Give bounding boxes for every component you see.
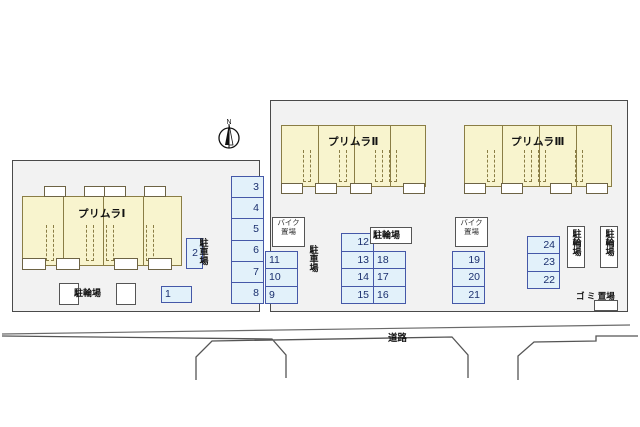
stall-group-center-main[interactable]: 3 4 5 6 7 8 [231, 176, 264, 304]
road-label: 道路 [388, 333, 408, 344]
bicycle-parking-label-west: 駐輪場 [74, 288, 102, 298]
stair-icon [106, 225, 114, 261]
parking-stall[interactable]: 3 [232, 177, 263, 199]
parking-stall[interactable]: 4 [232, 198, 263, 220]
stall-group-east-right[interactable]: 24 23 22 [527, 236, 560, 289]
stall-group-east-left[interactable]: 19 20 21 [452, 251, 485, 304]
parking-stall[interactable]: 2 [192, 247, 198, 260]
building-1-porch [144, 186, 166, 197]
stair-icon [375, 150, 383, 182]
parking-stall[interactable]: 8 [253, 286, 259, 299]
parking-stall[interactable]: 23 [528, 254, 559, 272]
parking-stall[interactable]: 22 [543, 273, 555, 286]
parking-stall[interactable]: 16 [377, 288, 389, 301]
building-2-label: プリムラⅡ [328, 136, 379, 148]
parking-stall[interactable]: 10 [266, 269, 297, 287]
stair-icon [303, 150, 311, 182]
stair-icon [339, 150, 347, 182]
trash-area-label: ゴ ミ 置場 [576, 291, 615, 301]
building-2-porch [403, 183, 425, 194]
parking-stall[interactable]: 21 [468, 288, 480, 301]
parking-stall[interactable]: 12 [342, 234, 373, 252]
building-1-porch [114, 258, 138, 270]
compass-rose-icon: N [214, 115, 244, 153]
stair-icon [389, 150, 397, 182]
parking-stall[interactable]: 24 [528, 237, 559, 255]
parking-stall[interactable]: 5 [232, 219, 263, 241]
building-3-porch [586, 183, 608, 194]
trash-enclosure-box [594, 300, 618, 311]
building-1-porch [56, 258, 80, 270]
stall-group-center-right[interactable]: 18 17 16 [373, 251, 406, 304]
bicycle-parking-label-east: 駐輪場 [604, 229, 615, 256]
parking-stall[interactable]: 11 [266, 252, 297, 270]
stall-group-west-upright[interactable]: 2 [186, 238, 203, 269]
building-1-porch [22, 258, 46, 270]
bicycle-shed-box [59, 283, 79, 305]
stair-icon [86, 225, 94, 261]
building-3-porch [464, 183, 486, 194]
bicycle-parking-label-east: 駐輪場 [571, 229, 582, 256]
parking-stall[interactable]: 19 [453, 252, 484, 270]
building-1-porch [44, 186, 66, 197]
parking-stall[interactable]: 6 [232, 241, 263, 262]
bicycle-shed-box [600, 226, 618, 268]
motorcycle-label-line2: 置場 [281, 226, 296, 236]
stair-icon [538, 150, 546, 182]
parking-stall[interactable]: 17 [374, 269, 405, 287]
bicycle-parking-label-center: 駐輪場 [373, 230, 401, 240]
stair-icon [46, 225, 54, 261]
building-3-footprint: プリムラⅢ [464, 125, 612, 187]
building-2-porch [281, 183, 303, 194]
bicycle-shed-box [370, 227, 412, 244]
stall-group-center-left[interactable]: 11 10 9 [265, 251, 298, 304]
stair-icon [575, 150, 583, 182]
building-3-label: プリムラⅢ [511, 136, 565, 148]
bicycle-shed-box [116, 283, 136, 305]
building-3-porch [501, 183, 523, 194]
stair-icon [524, 150, 532, 182]
building-2-porch [315, 183, 337, 194]
stair-icon [487, 150, 495, 182]
parking-stall[interactable]: 14 [342, 269, 373, 287]
motorcycle-label-line1: バイク [277, 218, 300, 227]
building-1-label: プリムラⅠ [78, 208, 126, 220]
building-1-porch [104, 186, 126, 197]
parking-stall[interactable]: 15 [357, 288, 369, 301]
parking-stall[interactable]: 7 [232, 262, 263, 283]
parking-stall[interactable]: 18 [374, 252, 405, 270]
building-primula-1: プリムラⅠ [22, 186, 182, 270]
parking-stall[interactable]: 1 [165, 288, 171, 301]
building-primula-2: プリムラⅡ [281, 125, 426, 194]
building-3-porch [550, 183, 572, 194]
motorcycle-label-line2: 置場 [464, 226, 479, 236]
parking-stall[interactable]: 20 [453, 269, 484, 287]
motorcycle-shed-box [272, 217, 305, 247]
parking-stall[interactable]: 9 [269, 288, 275, 301]
motorcycle-parking-label-east: バイク 置場 [456, 218, 487, 236]
bicycle-shed-box [567, 226, 585, 268]
motorcycle-label-line1: バイク [460, 218, 483, 227]
svg-text:N: N [226, 119, 231, 126]
building-1-porch [148, 258, 172, 270]
building-primula-3: プリムラⅢ [464, 125, 612, 194]
building-1-footprint: プリムラⅠ [22, 196, 182, 266]
stall-group-center-mid[interactable]: 12 13 14 15 [341, 233, 374, 304]
parking-stall[interactable]: 13 [342, 252, 373, 269]
building-2-porch [350, 183, 372, 194]
stall-group-west-single[interactable]: 1 [161, 286, 192, 303]
building-2-footprint: プリムラⅡ [281, 125, 426, 187]
motorcycle-shed-box [455, 217, 488, 247]
parking-area-label-center: 駐車場 [308, 245, 319, 272]
motorcycle-parking-label-center: バイク 置場 [273, 218, 304, 236]
parking-area-label-west: 駐車場 [198, 238, 209, 265]
